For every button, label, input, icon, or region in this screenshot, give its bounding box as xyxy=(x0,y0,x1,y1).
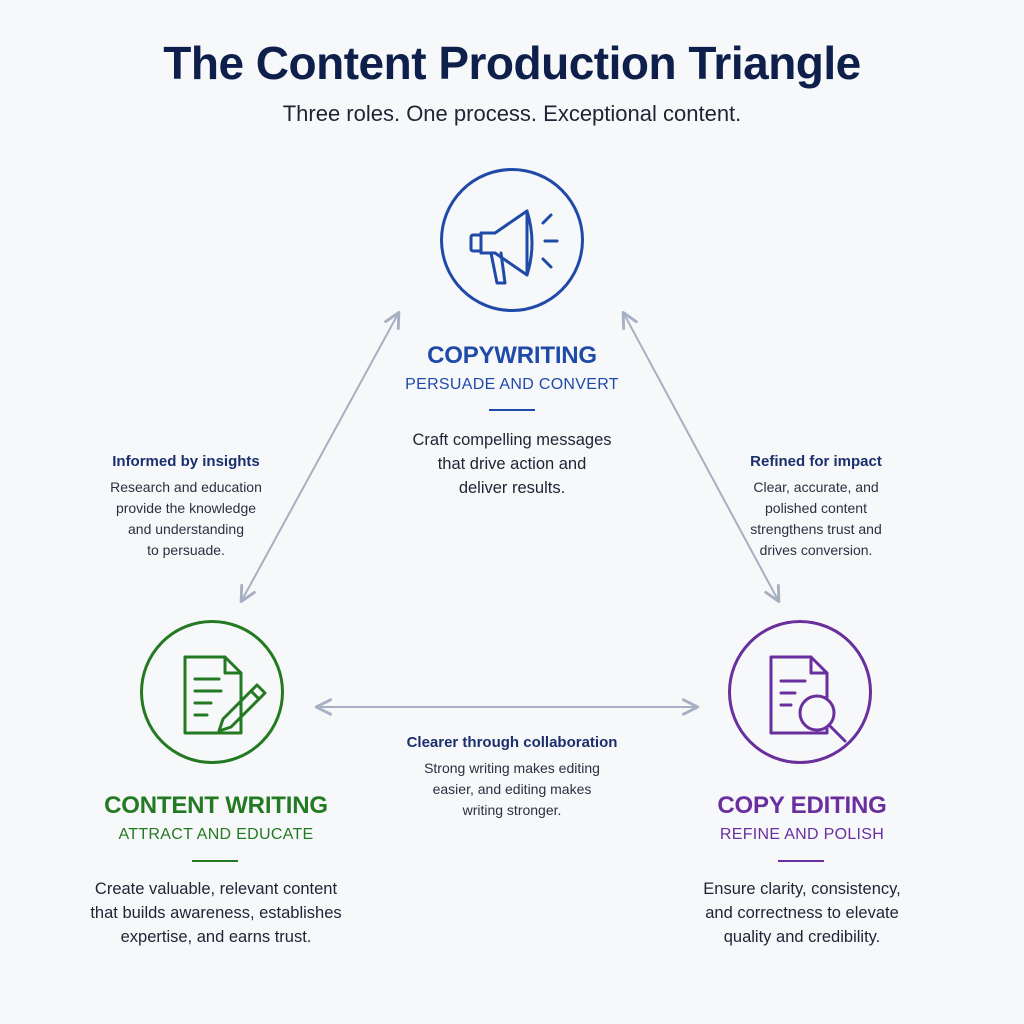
relation-left-description: Research and education provide the knowl… xyxy=(110,479,262,558)
document-pencil-icon xyxy=(183,655,267,735)
relation-left: Informed by insights Research and educat… xyxy=(66,453,306,561)
megaphone-icon xyxy=(469,209,559,285)
content-writing-subtitle: ATTRACT AND EDUCATE xyxy=(118,826,314,843)
document-magnifier-icon xyxy=(769,655,847,743)
relation-right-title: Refined for impact xyxy=(750,453,882,470)
content-writing-divider xyxy=(192,860,238,862)
relation-bottom-description: Strong writing makes editing easier, and… xyxy=(424,760,600,818)
content-writing-circle xyxy=(140,620,284,764)
relation-bottom-title: Clearer through collaboration xyxy=(406,734,618,751)
copy-editing-divider xyxy=(778,860,824,862)
copywriting-title: COPYWRITING xyxy=(427,342,597,369)
copy-editing-description: Ensure clarity, consistency, and correct… xyxy=(703,880,901,946)
content-writing-title: CONTENT WRITING xyxy=(104,792,328,819)
relation-bottom: Clearer through collaboration Strong wri… xyxy=(357,734,667,821)
page-subtitle: Three roles. One process. Exceptional co… xyxy=(282,101,742,126)
content-writing-description: Create valuable, relevant content that b… xyxy=(90,880,342,946)
copywriting-circle xyxy=(440,168,584,312)
copy-editing-subtitle: REFINE AND POLISH xyxy=(719,826,885,843)
copywriting-description: Craft compelling messages that drive act… xyxy=(412,431,612,497)
relation-right-description: Clear, accurate, and polished content st… xyxy=(750,479,882,558)
relation-right: Refined for impact Clear, accurate, and … xyxy=(696,453,936,561)
copywriting-subtitle: PERSUADE AND CONVERT xyxy=(405,376,619,393)
copy-editing-circle xyxy=(728,620,872,764)
copy-editing-title: COPY EDITING xyxy=(717,792,887,819)
page-title: The Content Production Triangle xyxy=(163,37,861,89)
copywriting-divider xyxy=(489,409,535,411)
relation-left-title: Informed by insights xyxy=(112,453,260,470)
